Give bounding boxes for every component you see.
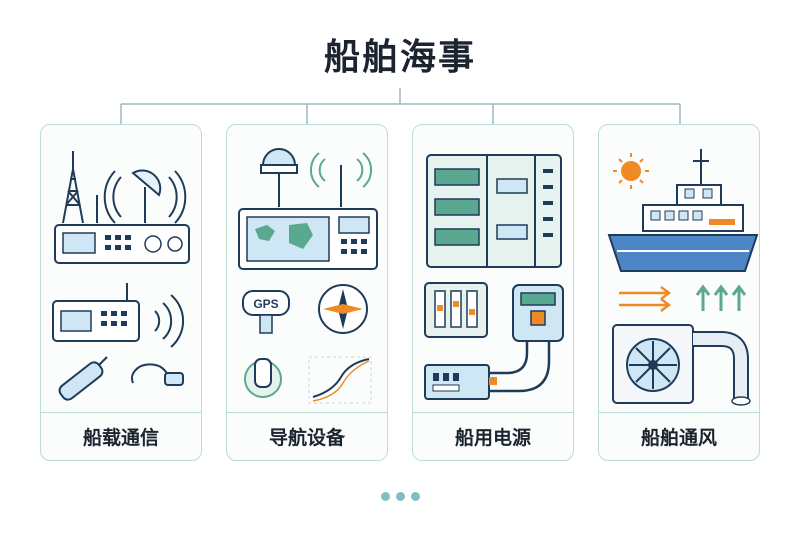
category-label: 船载通信: [41, 412, 201, 460]
pagination-dot[interactable]: [396, 492, 405, 501]
pagination-dot[interactable]: [411, 492, 420, 501]
gps-antenna-icon: [260, 148, 373, 207]
page-title: 船舶海事: [323, 37, 476, 78]
switch-box-icon: [424, 364, 497, 400]
satellite-dish-icon: [103, 169, 187, 224]
pagination-dot[interactable]: [381, 492, 390, 501]
chart-plotter-icon: [238, 208, 378, 270]
category-card-power[interactable]: 船用电源: [412, 124, 574, 461]
microphone-icon: [58, 356, 108, 401]
signal-waves-icon: [154, 294, 185, 348]
up-arrows-icon: [695, 284, 747, 311]
duct-pipe-icon: [693, 331, 751, 406]
cable-connector-icon: [131, 363, 184, 386]
category-label: 船舶通风: [599, 412, 759, 460]
breaker-panel-icon: [424, 282, 488, 338]
category-label: 导航设备: [227, 412, 387, 460]
radio-unit-icon: [54, 224, 190, 264]
svg-text:GPS: GPS: [253, 297, 278, 311]
handheld-radio-icon: [52, 283, 140, 342]
compass-icon: [318, 284, 368, 334]
buoy-icon: [244, 358, 282, 398]
ship-icon: [607, 149, 759, 272]
category-card-ventilation[interactable]: 船舶通风: [598, 124, 760, 461]
airflow-arrows-icon: [619, 286, 672, 312]
ventilation-fan-icon: [612, 324, 694, 404]
hierarchy-connector: [120, 88, 681, 124]
category-card-communication[interactable]: 船载通信: [40, 124, 202, 461]
power-meter-icon: [483, 284, 564, 393]
category-card-navigation[interactable]: GPS 导航设备: [226, 124, 388, 461]
route-chart-icon: [308, 356, 372, 404]
category-label: 船用电源: [413, 412, 573, 460]
electrical-cabinet-icon: [426, 154, 562, 268]
sun-icon: [613, 153, 649, 189]
pagination-dots[interactable]: [381, 492, 420, 501]
gps-receiver-icon: GPS: [242, 290, 290, 334]
radio-tower-icon: [62, 151, 98, 224]
